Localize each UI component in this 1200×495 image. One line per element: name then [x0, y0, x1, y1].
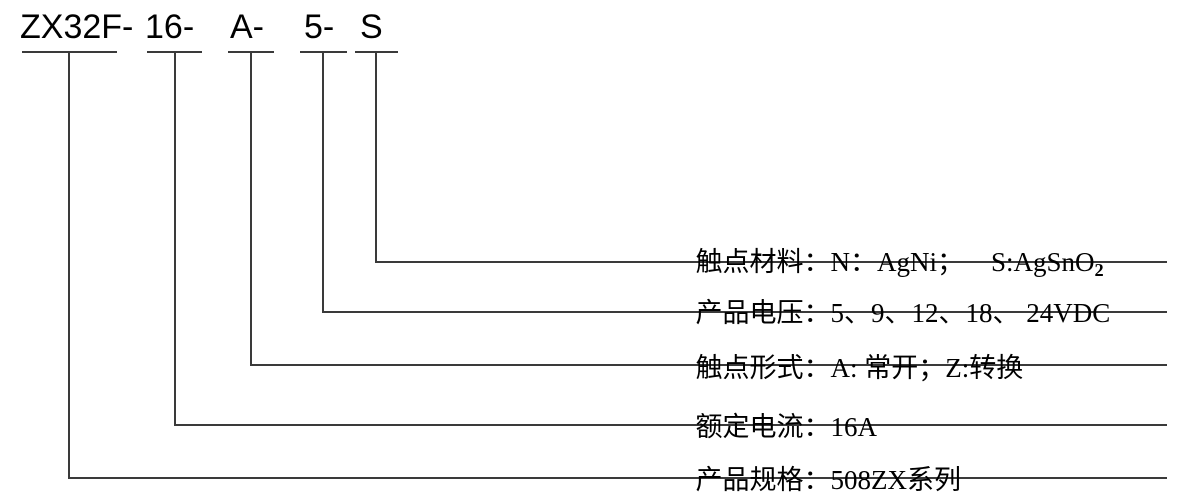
- label-contact-material-subscript: 2: [1094, 260, 1104, 281]
- leader-line-voltage: [322, 52, 1167, 313]
- label-rated-current-key: 额定电流：: [695, 412, 831, 442]
- leader-line-contact-material: [375, 52, 1167, 263]
- label-contact-material-key: 触点材料：: [695, 247, 831, 277]
- label-product-series: 产品规格：508ZX系列: [682, 440, 962, 495]
- code-segment-contact-form: A-: [230, 8, 264, 46]
- label-rated-current-value: 16A: [830, 412, 878, 442]
- leader-line-product-series: [68, 52, 1167, 479]
- label-contact-form: 触点形式：A: 常开；Z:转换: [682, 328, 1024, 383]
- label-voltage-key: 产品电压：: [695, 298, 831, 328]
- code-segment-contact-material: S: [360, 8, 383, 46]
- label-voltage: 产品电压：5、9、12、18、 24VDC: [682, 273, 1111, 328]
- label-contact-material: 触点材料：N：AgNi； S:AgSnO2: [682, 222, 1104, 284]
- code-segment-voltage: 5-: [304, 8, 335, 46]
- label-product-series-key: 产品规格：: [695, 465, 831, 495]
- label-rated-current: 额定电流：16A: [682, 387, 878, 442]
- leader-line-contact-form: [250, 52, 1167, 366]
- label-voltage-value: 5、9、12、18、 24VDC: [830, 298, 1111, 328]
- leader-line-rated-current: [174, 52, 1167, 426]
- label-contact-material-value: N：AgNi； S:AgSnO: [830, 247, 1095, 277]
- code-segment-product-series: ZX32F-: [20, 8, 134, 46]
- label-contact-form-key: 触点形式：: [695, 353, 831, 383]
- code-segment-rated-current: 16-: [145, 8, 195, 46]
- label-product-series-value: 508ZX系列: [830, 465, 962, 495]
- label-contact-form-value: A: 常开；Z:转换: [830, 353, 1024, 383]
